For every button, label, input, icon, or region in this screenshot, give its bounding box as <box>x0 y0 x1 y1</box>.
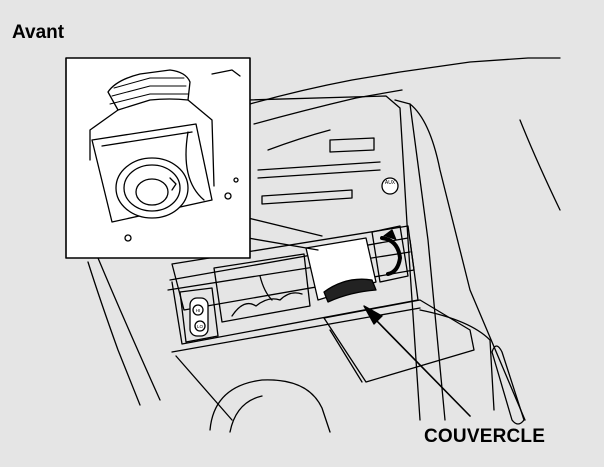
aux-label: AUX <box>385 180 396 186</box>
heater-lo-label: LO <box>197 324 204 329</box>
seat-heater-switch: HI LO <box>179 287 219 343</box>
dashboard-lines <box>87 57 561 406</box>
callout-arrow <box>363 305 471 417</box>
gear-knob <box>209 379 331 433</box>
storage-tray <box>213 253 311 323</box>
cover-callout-label: COUVERCLE <box>424 426 546 447</box>
rotary-knob <box>371 225 409 283</box>
heater-hi-label: HI <box>196 308 201 313</box>
console-lid <box>323 299 475 383</box>
inset-detail <box>65 57 251 259</box>
aux-jack: AUX <box>381 177 399 195</box>
cup-holder-slot <box>491 345 525 425</box>
accessory-socket-cover <box>305 237 377 303</box>
center-stack <box>247 95 526 421</box>
front-heading: Avant <box>12 22 65 43</box>
inset-connector <box>247 217 323 251</box>
